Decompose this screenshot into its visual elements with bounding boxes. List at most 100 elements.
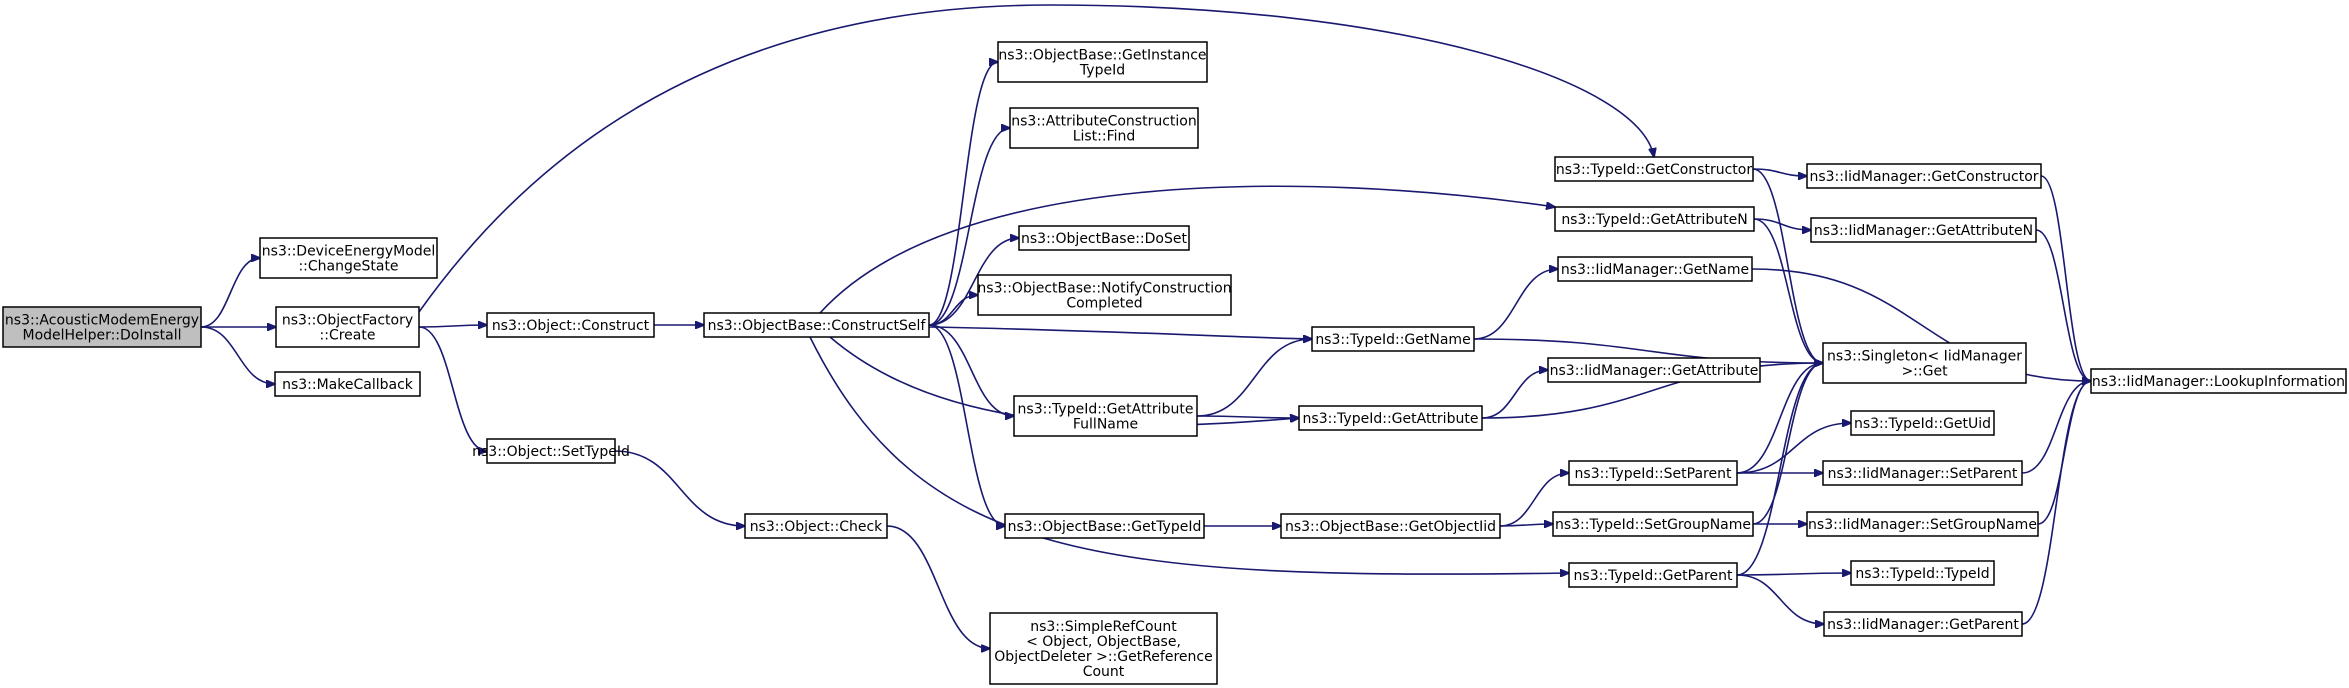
node-igetname[interactable]: ns3::IidManager::GetName [1557, 256, 1753, 282]
node-label-line: ns3::TypeId::GetName [1315, 332, 1470, 348]
node-igetconstructor[interactable]: ns3::IidManager::GetConstructor [1806, 163, 2042, 189]
node-tsetparent[interactable]: ns3::TypeId::SetParent [1568, 460, 1738, 486]
node-tgetname[interactable]: ns3::TypeId::GetName [1311, 326, 1475, 352]
node-isetgroupname[interactable]: ns3::IidManager::SetGroupName [1806, 511, 2039, 537]
node-label-line: ns3::TypeId::SetGroupName [1555, 517, 1751, 533]
node-box [1554, 156, 1754, 182]
nodes: ns3::AcousticModemEnergyModelHelper::DoI… [2, 41, 2347, 685]
edges [200, 4, 2091, 649]
node-box [1552, 511, 1754, 537]
node-box [1018, 225, 1190, 251]
edge-tgetname-to-igetname [1473, 269, 1558, 340]
edge-ofcreate-to-objconstruct [418, 325, 487, 327]
node-igetparent[interactable]: ns3::IidManager::GetParent [1823, 611, 2023, 637]
node-objconstruct[interactable]: ns3::Object::Construct [486, 312, 655, 338]
node-ttypeid[interactable]: ns3::TypeId::TypeId [1850, 560, 1995, 586]
node-tgetconstructor[interactable]: ns3::TypeId::GetConstructor [1554, 156, 1754, 182]
node-box [1568, 562, 1738, 588]
node-igetattributen[interactable]: ns3::IidManager::GetAttributeN [1810, 217, 2037, 243]
edge-tgetparent-to-singletonget [1736, 363, 1823, 576]
edge-tgetattributen-to-igetattributen [1753, 218, 1811, 230]
edge-tsetgroupname-to-singletonget [1752, 363, 1823, 525]
node-box [1568, 460, 1738, 486]
node-objcheck[interactable]: ns3::Object::Check [744, 513, 888, 539]
node-label-line: ns3::IidManager::SetParent [1828, 466, 2018, 482]
node-obgettypeid[interactable]: ns3::ObjectBase::GetTypeId [1004, 513, 1205, 539]
node-changestate[interactable]: ns3::DeviceEnergyModel::ChangeState [259, 237, 438, 279]
node-label-line: ns3::IidManager::GetName [1561, 262, 1749, 278]
node-label-line: Completed [1066, 296, 1142, 312]
node-label-line: ns3::ObjectBase::DoSet [1021, 231, 1187, 247]
edge-igetattributen-to-lookupinfo [2035, 229, 2091, 381]
node-igetattribute[interactable]: ns3::IidManager::GetAttribute [1547, 357, 1761, 383]
edge-constructself-to-tgetparent [809, 336, 1569, 574]
edge-isetparent-to-lookupinfo [2021, 381, 2091, 474]
node-box [744, 513, 888, 539]
node-label-line: ns3::TypeId::GetParent [1574, 568, 1733, 584]
node-box [1298, 405, 1483, 431]
node-box [1009, 107, 1199, 149]
node-constructself[interactable]: ns3::ObjectBase::ConstructSelf [703, 312, 930, 338]
edge-ofcreate-to-settypeid [418, 326, 487, 451]
node-ofcreate[interactable]: ns3::ObjectFactory::Create [275, 306, 420, 348]
node-box [274, 371, 421, 397]
node-label-line: ns3::IidManager::GetAttributeN [1814, 223, 2033, 239]
node-box [1311, 326, 1475, 352]
node-doset[interactable]: ns3::ObjectBase::DoSet [1018, 225, 1190, 251]
node-tgetuid[interactable]: ns3::TypeId::GetUid [1850, 410, 1995, 436]
edge-settypeid-to-objcheck [614, 450, 745, 526]
node-label-line: ns3::ObjectBase::GetInstance [998, 48, 1206, 64]
node-tgetattributen[interactable]: ns3::TypeId::GetAttributeN [1554, 206, 1755, 232]
node-label-line: ns3::TypeId::GetAttribute [1303, 411, 1479, 427]
node-singletonget[interactable]: ns3::Singleton< IidManager >::Get [1822, 342, 2027, 384]
node-label-line: >::Get [1901, 364, 1948, 380]
node-label-line: ns3::TypeId::GetAttributeN [1561, 212, 1747, 228]
node-tsetgroupname[interactable]: ns3::TypeId::SetGroupName [1552, 511, 1754, 537]
node-box [1013, 395, 1198, 437]
node-label-line: ns3::Singleton< IidManager [1827, 349, 2022, 365]
node-tgetparent[interactable]: ns3::TypeId::GetParent [1568, 562, 1738, 588]
edge-getobjectiid-to-tsetgroupname [1499, 524, 1553, 526]
node-label-line: ns3::IidManager::GetConstructor [1809, 169, 2038, 185]
edge-constructself-to-aclfind [928, 128, 1010, 326]
edge-root-to-makecallback [200, 326, 275, 384]
node-box [1850, 410, 1995, 436]
edge-tgetparent-to-ttypeid [1736, 573, 1851, 575]
node-notifycc[interactable]: ns3::ObjectBase::NotifyConstructionCompl… [977, 274, 1232, 316]
node-root[interactable]: ns3::AcousticModemEnergyModelHelper::DoI… [2, 306, 202, 348]
node-box [977, 274, 1232, 316]
node-makecallback[interactable]: ns3::MakeCallback [274, 371, 421, 397]
node-box [2, 306, 202, 348]
node-label-line: ns3::MakeCallback [282, 377, 414, 393]
node-box [1806, 511, 2039, 537]
edge-tgetattributen-to-singletonget [1753, 218, 1823, 363]
node-getobjectiid[interactable]: ns3::ObjectBase::GetObjectIid [1280, 513, 1501, 539]
node-label-line: ::ChangeState [298, 259, 398, 275]
node-box [1554, 206, 1755, 232]
node-label-line: ns3::AcousticModemEnergy [5, 313, 199, 329]
edge-igetname-to-lookupinfo [1751, 268, 2091, 381]
edge-constructself-to-getinstancetypeid [928, 62, 998, 326]
edge-objcheck-to-simplerefcount [886, 525, 990, 649]
node-box [1547, 357, 1761, 383]
node-settypeid[interactable]: ns3::Object::SetTypeId [472, 438, 630, 464]
node-lookupinfo[interactable]: ns3::IidManager::LookupInformation [2090, 368, 2347, 394]
node-box [1823, 611, 2023, 637]
node-simplerefcount[interactable]: ns3::SimpleRefCount< Object, ObjectBase,… [989, 612, 1218, 685]
edge-root-to-changestate [200, 258, 260, 328]
edge-getattrfullname-to-tgetname [1196, 339, 1312, 417]
node-box [1806, 163, 2042, 189]
node-label-line: ns3::ObjectFactory [282, 313, 413, 329]
node-isetparent[interactable]: ns3::IidManager::SetParent [1822, 460, 2023, 486]
node-label-line: ns3::AttributeConstruction [1011, 114, 1196, 130]
node-label-line: List::Find [1073, 129, 1136, 145]
node-tgetattribute[interactable]: ns3::TypeId::GetAttribute [1298, 405, 1483, 431]
node-box [486, 438, 616, 464]
node-label-line: ns3::Object::Construct [492, 318, 650, 334]
node-label-line: ns3::SimpleRefCount [1030, 619, 1177, 635]
edge-ofcreate-to-tgetconstructor [418, 4, 1654, 313]
edge-igetconstructor-to-lookupinfo [2040, 175, 2091, 381]
